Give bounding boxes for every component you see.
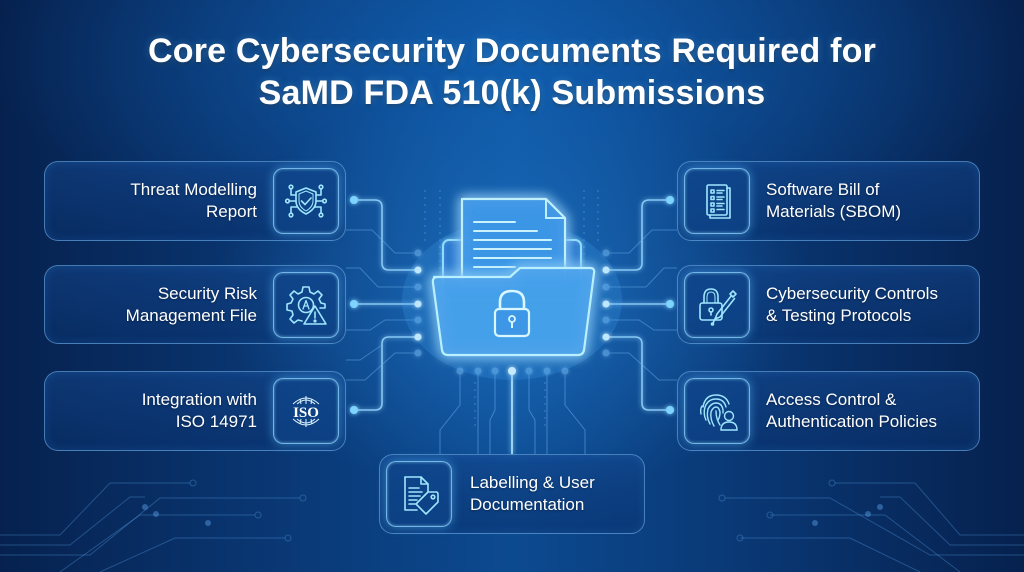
card-sbom: Software Bill of Materials (SBOM) [677, 161, 980, 241]
title-line-1: Core Cybersecurity Documents Required fo… [147, 32, 877, 70]
svg-text:ISO: ISO [293, 405, 319, 421]
card-label: Integration with ISO 14971 [141, 390, 257, 431]
locked-folder-document-icon [402, 197, 622, 380]
card-label: Security Risk Management File [125, 284, 257, 325]
document-tag-icon [386, 461, 452, 527]
iso-globe-icon: ISO [273, 378, 339, 444]
card-threat-modelling-report: Threat Modelling Report [44, 161, 346, 241]
title-line-2: SaMD FDA 510(k) Submissions [258, 74, 766, 112]
card-cybersecurity-controls-testing: Cybersecurity Controls & Testing Protoco… [677, 265, 980, 344]
card-label: Cybersecurity Controls & Testing Protoco… [766, 284, 938, 325]
fingerprint-user-icon [684, 378, 750, 444]
shield-check-circuit-icon [273, 168, 339, 234]
checklist-document-icon [684, 168, 750, 234]
card-labelling-user-documentation: Labelling & User Documentation [379, 454, 645, 534]
card-label: Labelling & User Documentation [470, 473, 595, 514]
card-label: Threat Modelling Report [130, 180, 257, 221]
gear-warning-icon [273, 272, 339, 338]
card-integration-iso-14971: Integration with ISO 14971 ISO [44, 371, 346, 451]
lock-pen-icon [684, 272, 750, 338]
card-access-control-authentication: Access Control & Authentication Policies [677, 371, 980, 451]
card-label: Access Control & Authentication Policies [766, 390, 938, 431]
card-label: Software Bill of Materials (SBOM) [766, 180, 902, 221]
card-security-risk-management-file: Security Risk Management File [44, 265, 346, 344]
page-title: Core Cybersecurity Documents Required fo… [0, 30, 1024, 114]
